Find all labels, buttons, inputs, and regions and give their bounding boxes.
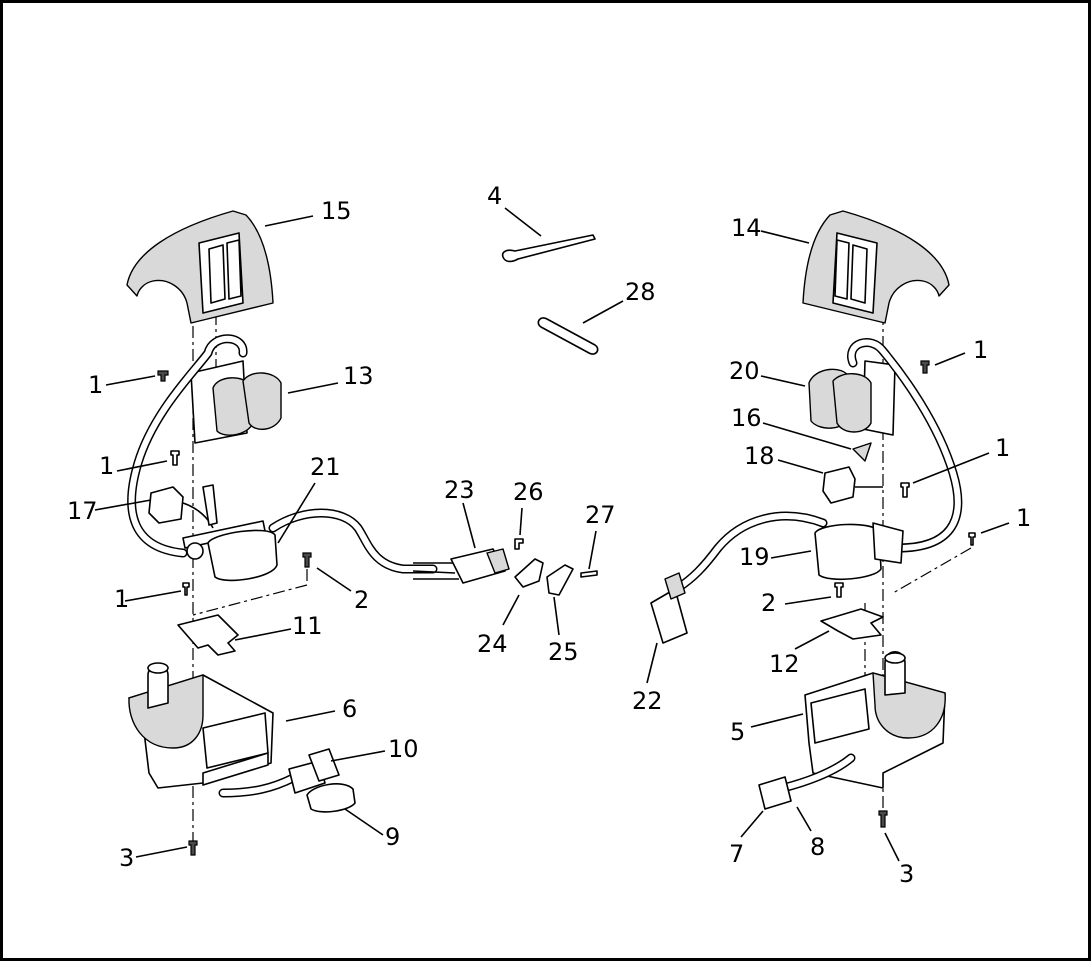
callout-28: 28 (625, 278, 656, 306)
callout-1-right-c: 1 (1016, 504, 1031, 532)
callout-15: 15 (321, 197, 352, 225)
part-20-right-switch (808, 360, 896, 436)
part-21-switch-body (182, 520, 278, 582)
callout-13: 13 (343, 362, 374, 390)
part-16-clip (852, 442, 872, 462)
callout-4: 4 (487, 182, 502, 210)
callout-3-right: 3 (899, 860, 914, 888)
callout-23: 23 (444, 476, 475, 504)
callout-9: 9 (385, 823, 400, 851)
callout-24: 24 (477, 630, 508, 658)
callout-17: 17 (67, 497, 98, 525)
part-19-switch-body (814, 522, 904, 581)
callout-1-right-b: 1 (995, 434, 1010, 462)
part-10-connector (218, 748, 340, 798)
callout-10: 10 (388, 735, 419, 763)
part-11-bracket (177, 614, 239, 656)
part-18-module (822, 466, 883, 504)
callout-1-left-a: 1 (88, 371, 103, 399)
left-screws (157, 370, 312, 856)
callout-6: 6 (342, 695, 357, 723)
part-28-sleeve (537, 317, 599, 355)
callout-2-right: 2 (761, 589, 776, 617)
callout-26: 26 (513, 478, 544, 506)
part-7-connector (758, 753, 856, 810)
part-24-terminal-lock (514, 558, 544, 588)
callout-1-left-b: 1 (99, 452, 114, 480)
callout-18: 18 (744, 442, 775, 470)
callout-11: 11 (292, 612, 323, 640)
callout-1-right-a: 1 (973, 336, 988, 364)
callout-3-left: 3 (119, 844, 134, 872)
callout-22: 22 (632, 687, 663, 715)
callout-19: 19 (739, 543, 770, 571)
callout-1-left-c: 1 (114, 585, 129, 613)
callout-5: 5 (730, 718, 745, 746)
part-15-upper-housing (126, 210, 274, 324)
part-5-lower-housing (804, 650, 946, 789)
part-13-left-switch (190, 360, 282, 444)
right-screws (834, 360, 976, 828)
callout-27: 27 (585, 501, 616, 529)
part-26-pin (514, 538, 524, 550)
callout-14: 14 (731, 214, 762, 242)
part-27-terminal (580, 570, 598, 578)
part-12-bracket (820, 608, 884, 640)
part-14-upper-housing (802, 210, 950, 324)
callout-25: 25 (548, 638, 579, 666)
exploded-parts-diagram: 15 13 1 1 17 21 1 2 11 6 10 9 3 4 28 23 … (67, 182, 1031, 888)
part-23-main-connector (412, 548, 510, 584)
part-25-seal (546, 564, 574, 596)
callout-21: 21 (310, 453, 341, 481)
callout-7: 7 (729, 840, 744, 868)
leader-lines (94, 207, 1010, 862)
callout-12: 12 (769, 650, 800, 678)
callout-16: 16 (731, 404, 762, 432)
callout-20: 20 (729, 357, 760, 385)
part-22-connector (650, 572, 688, 644)
callout-8: 8 (810, 833, 825, 861)
part-6-lower-housing (128, 662, 274, 789)
part-17-switch-module (148, 484, 218, 529)
callout-2-left: 2 (354, 586, 369, 614)
part-9-connector-cover (306, 783, 356, 813)
part-4-cable-strap (501, 234, 596, 263)
